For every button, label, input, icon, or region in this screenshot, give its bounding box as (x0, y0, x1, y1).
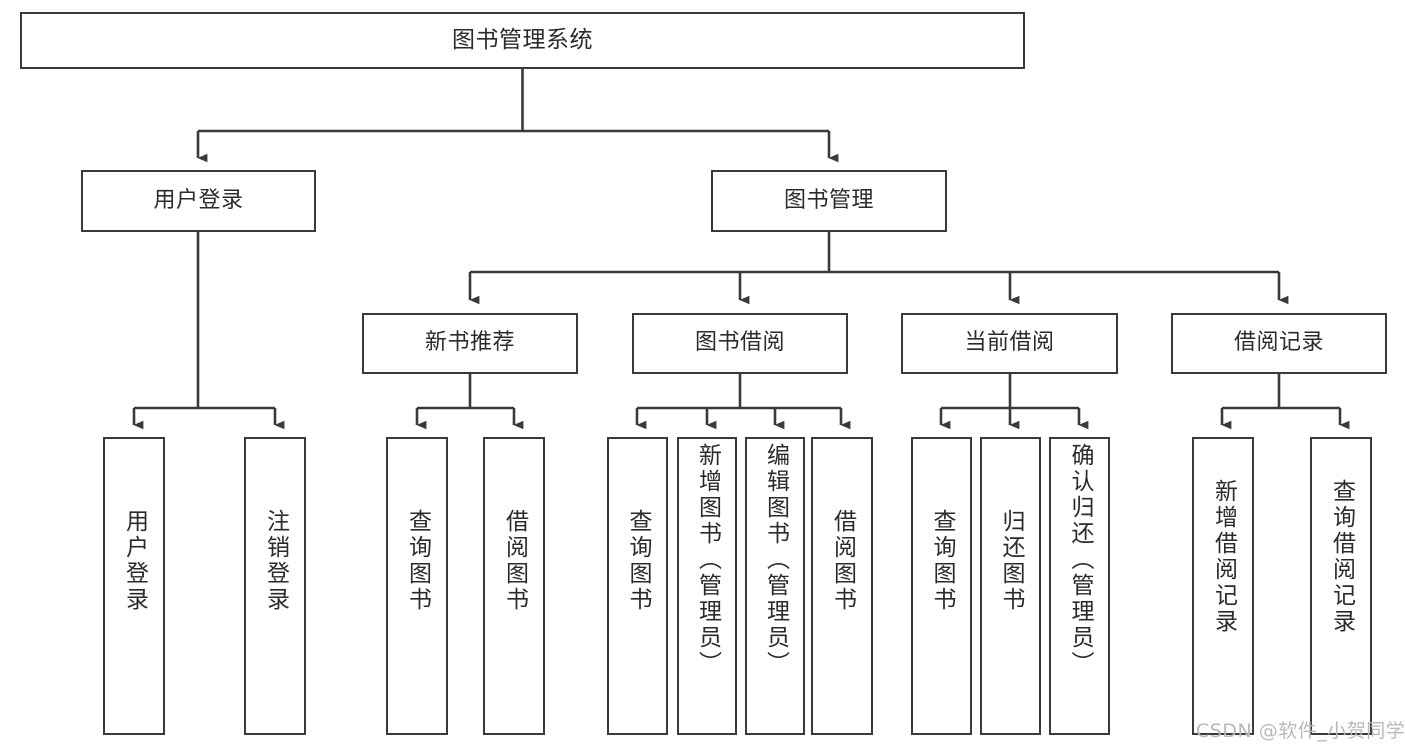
node-label: 图书管理 (783, 187, 874, 213)
leaf-book-borrow-borrow-book[interactable]: 借阅图书 (811, 437, 873, 735)
node-book-borrow[interactable]: 图书借阅 (632, 313, 848, 374)
watermark-text: CSDN @软件_小贺同学 (1196, 720, 1405, 742)
node-label: 查询图书 (404, 509, 431, 613)
leaf-current-borrow-query-book[interactable]: 查询图书 (911, 437, 972, 735)
node-root-book-management-system[interactable]: 图书管理系统 (20, 12, 1025, 69)
node-label: 当前借阅 (964, 330, 1055, 356)
node-label: 用户登录 (153, 187, 244, 213)
leaf-new-book-borrow-book[interactable]: 借阅图书 (483, 437, 545, 735)
node-label: 图书借阅 (694, 330, 785, 356)
leaf-current-borrow-confirm-return-admin[interactable]: 确认归还（管理员） (1049, 437, 1110, 735)
node-label: 借阅记录 (1233, 330, 1324, 356)
node-label: 归还图书 (998, 509, 1024, 613)
node-label: 查询图书 (929, 509, 955, 613)
leaf-borrow-record-add-record[interactable]: 新增借阅记录 (1192, 437, 1254, 735)
leaf-borrow-record-query-record[interactable]: 查询借阅记录 (1310, 437, 1372, 735)
node-label: 借阅图书 (501, 509, 528, 613)
node-book-management[interactable]: 图书管理 (711, 170, 947, 232)
node-user-login[interactable]: 用户登录 (81, 170, 316, 232)
node-new-book-recommend[interactable]: 新书推荐 (362, 313, 578, 374)
csdn-watermark: CSDN @软件_小贺同学 (1196, 716, 1405, 743)
leaf-user-login-login[interactable]: 用户登录 (103, 437, 165, 735)
node-label: 新增借阅记录 (1210, 479, 1237, 635)
node-label: 编辑图书（管理员） (762, 443, 789, 677)
node-label: 注销登录 (262, 509, 289, 613)
node-label: 用户登录 (121, 509, 148, 613)
node-label: 新增图书（管理员） (694, 443, 721, 677)
leaf-book-borrow-query-book[interactable]: 查询图书 (607, 437, 668, 735)
leaf-current-borrow-return-book[interactable]: 归还图书 (980, 437, 1041, 735)
leaf-new-book-query-book[interactable]: 查询图书 (386, 437, 448, 735)
node-label: 图书管理系统 (452, 27, 593, 54)
node-label: 新书推荐 (424, 330, 515, 356)
node-current-borrow[interactable]: 当前借阅 (901, 313, 1118, 374)
leaf-book-borrow-add-book-admin[interactable]: 新增图书（管理员） (677, 437, 737, 735)
node-label: 查询借阅记录 (1328, 479, 1355, 635)
node-borrow-record[interactable]: 借阅记录 (1171, 313, 1387, 374)
node-label: 借阅图书 (829, 509, 856, 613)
node-label: 确认归还（管理员） (1067, 443, 1093, 677)
leaf-book-borrow-edit-book-admin[interactable]: 编辑图书（管理员） (745, 437, 805, 735)
leaf-user-login-logout[interactable]: 注销登录 (244, 437, 306, 735)
node-label: 查询图书 (625, 509, 651, 613)
